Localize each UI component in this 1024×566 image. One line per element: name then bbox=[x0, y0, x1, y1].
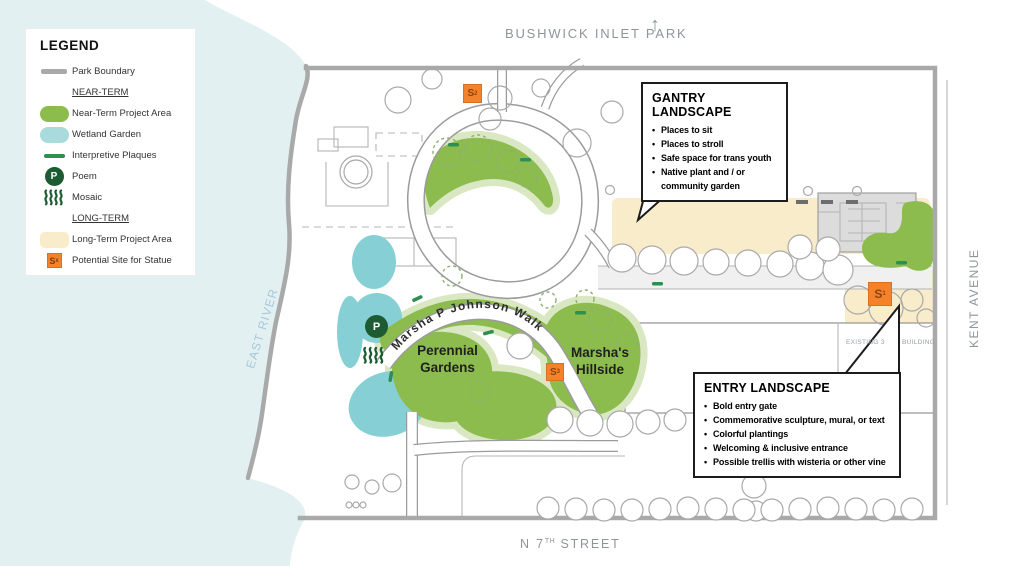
legend-row-poem: P Poem bbox=[36, 166, 185, 187]
legend-row-near-term-area: Near-Term Project Area bbox=[36, 103, 185, 124]
callout-bullet: Safe space for trans youth bbox=[652, 152, 777, 166]
n-7th-street-label: N 7TH STREET bbox=[520, 537, 621, 551]
callout-bullet: Bold entry gate bbox=[704, 400, 890, 414]
legend-item-label: Long-Term Project Area bbox=[72, 234, 172, 245]
near-term-swatch-icon bbox=[36, 105, 72, 122]
path-network bbox=[377, 58, 619, 518]
legend-row-long-term-area: Long-Term Project Area bbox=[36, 229, 185, 250]
loop-path bbox=[406, 102, 600, 300]
park-boundary bbox=[245, 63, 938, 521]
long-term-swatch-icon bbox=[36, 231, 72, 248]
callout-bullet: Places to sit bbox=[652, 124, 777, 138]
legend-near-term-header: NEAR-TERM bbox=[72, 87, 129, 98]
mosaic-waves-icon bbox=[36, 189, 72, 206]
callout-title: GANTRY LANDSCAPE bbox=[652, 91, 732, 119]
legend-item-label: Potential Site for Statue bbox=[72, 255, 172, 266]
mosaic-icon bbox=[363, 346, 384, 364]
legend-title: LEGEND bbox=[40, 38, 100, 53]
park-boundary-line-icon bbox=[36, 69, 72, 74]
legend-row-wetland-garden: Wetland Garden bbox=[36, 124, 185, 145]
legend-item-label: Wetland Garden bbox=[72, 129, 142, 140]
wetland-swatch-icon bbox=[36, 126, 72, 143]
legend-row-park-boundary: Park Boundary bbox=[36, 61, 185, 82]
legend-long-term-header: LONG-TERM bbox=[72, 213, 129, 224]
existing-building-label-right: BUILDING bbox=[902, 339, 936, 346]
bench-markers bbox=[796, 200, 858, 204]
poem-marker: P bbox=[365, 315, 388, 338]
existing-building-label-left: EXISTING 3 bbox=[846, 339, 885, 346]
callout-bullet-list: Bold entry gate Commemorative sculpture,… bbox=[704, 400, 890, 470]
callout-title: ENTRY LANDSCAPE bbox=[704, 381, 830, 395]
bushwick-inlet-park-label: BUSHWICK INLET PARK bbox=[505, 26, 688, 41]
callout-bullet: Welcoming & inclusive entrance bbox=[704, 442, 890, 456]
callout-bullet: Commemorative sculpture, mural, or text bbox=[704, 414, 890, 428]
legend-row-mosaic: Mosaic bbox=[36, 187, 185, 208]
legend-item-label: Park Boundary bbox=[72, 66, 135, 77]
callout-bullet: Native plant and / or community garden bbox=[652, 166, 777, 194]
callout-bullet: Colorful plantings bbox=[704, 428, 890, 442]
gantry-landscape-callout: GANTRY LANDSCAPE Places to sit Places to… bbox=[641, 82, 788, 202]
legend-item-label: Interpretive Plaques bbox=[72, 150, 157, 161]
entry-landscape-callout: ENTRY LANDSCAPE Bold entry gate Commemor… bbox=[693, 372, 901, 478]
legend-row-interpretive-plaques: Interpretive Plaques bbox=[36, 145, 185, 166]
callout-bullet: Possible trellis with wisteria or other … bbox=[704, 456, 890, 470]
legend-panel: LEGEND Park Boundary NEAR-TERM Near-Term… bbox=[25, 28, 196, 276]
legend-item-label: Mosaic bbox=[72, 192, 103, 203]
callout-bullet-list: Places to sit Places to stroll Safe spac… bbox=[652, 124, 777, 194]
kent-avenue-label: KENT AVENUE bbox=[967, 248, 981, 348]
callout-bullet: Places to stroll bbox=[652, 138, 777, 152]
legend-item-label: Near-Term Project Area bbox=[72, 108, 172, 119]
plaque-line-icon bbox=[36, 153, 72, 158]
poem-circle-icon: P bbox=[36, 167, 72, 186]
legend-item-label: Poem bbox=[72, 171, 97, 182]
tree-circles bbox=[344, 68, 936, 522]
north-arrow-icon: ↑ bbox=[650, 14, 660, 36]
interpretive-plaque-markers bbox=[388, 143, 907, 382]
